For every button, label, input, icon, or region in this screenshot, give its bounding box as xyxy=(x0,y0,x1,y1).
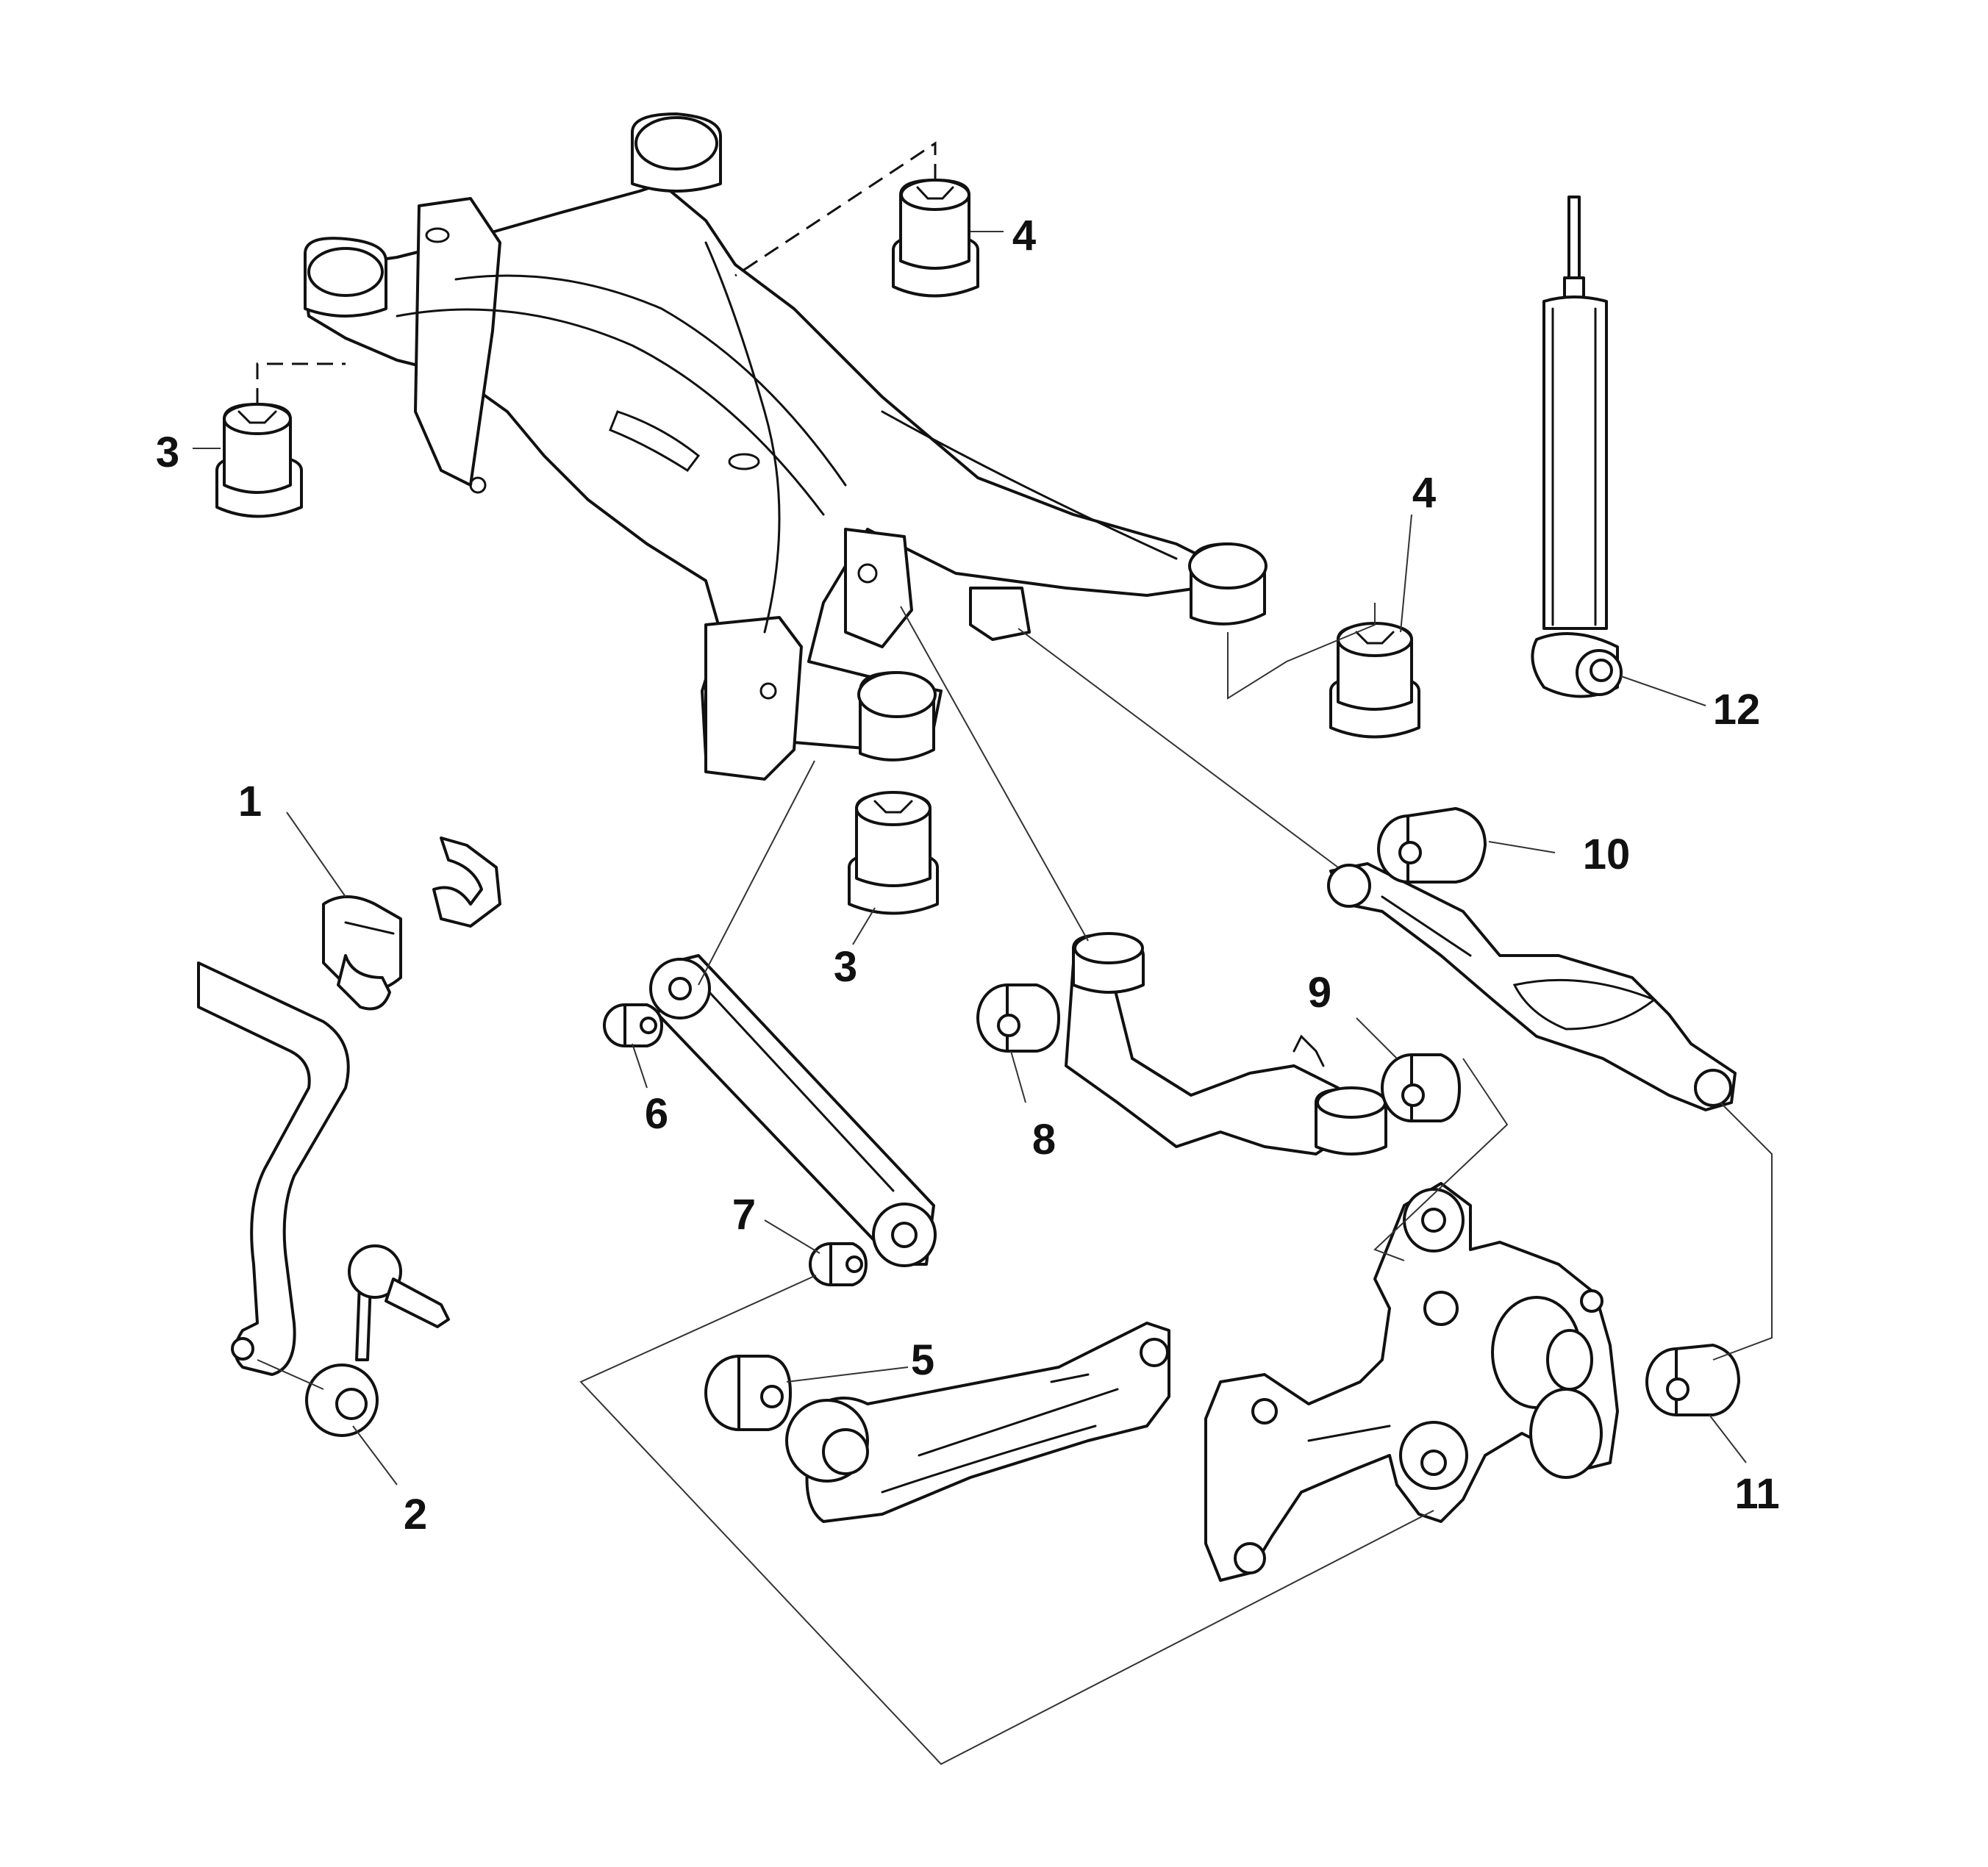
callout-8: 8 xyxy=(1032,1116,1056,1164)
shock-absorber xyxy=(1531,196,1623,698)
upper-control-arm-bushing-inner xyxy=(976,983,1060,1053)
callout-4-right: 4 xyxy=(1412,469,1436,517)
trailing-arm xyxy=(785,1322,1170,1523)
lateral-link-bushing-upper xyxy=(603,1003,663,1047)
callout-12: 12 xyxy=(1713,686,1761,734)
lateral-link-bushing-lower xyxy=(809,1242,868,1286)
callout-3-left: 3 xyxy=(156,429,179,476)
connector-lines xyxy=(256,141,1773,1766)
callout-4-top: 4 xyxy=(1012,212,1036,259)
subframe-bushing-right xyxy=(1329,622,1420,739)
stabilizer-link xyxy=(305,1244,450,1437)
trailing-arm-bushing xyxy=(704,1355,792,1431)
stabilizer-clamp xyxy=(432,836,501,928)
callout-6: 6 xyxy=(645,1090,668,1138)
lateral-link-rod xyxy=(649,954,937,1267)
wheel-knuckle xyxy=(1204,1182,1619,1582)
lower-control-arm-bushing-inner xyxy=(1377,807,1487,884)
callout-3-bottom: 3 xyxy=(834,943,857,991)
rear-subframe xyxy=(304,112,1267,781)
subframe-bushing-lower-front xyxy=(848,791,939,915)
callout-11: 11 xyxy=(1734,1470,1779,1518)
callout-leaders xyxy=(193,231,1747,1486)
lower-control-arm-bushing-outer xyxy=(1645,1344,1740,1416)
callout-labels: 1 2 3 3 4 4 5 6 7 8 9 10 11 12 xyxy=(156,212,1780,1538)
subframe-bushing-rear-top xyxy=(892,179,979,298)
subframe-bushing-upper-left xyxy=(215,403,303,518)
stabilizer-bar xyxy=(197,961,350,1376)
callout-7: 7 xyxy=(732,1191,756,1239)
callout-10: 10 xyxy=(1583,831,1631,878)
upper-control-arm xyxy=(1065,932,1387,1155)
callout-9: 9 xyxy=(1308,969,1331,1017)
upper-control-arm-bushing-outer xyxy=(1381,1053,1461,1122)
callout-5: 5 xyxy=(911,1336,934,1384)
lower-control-arm xyxy=(1327,862,1737,1111)
callout-1: 1 xyxy=(238,778,262,825)
callout-2: 2 xyxy=(404,1491,427,1538)
stabilizer-bushing xyxy=(322,895,402,1011)
